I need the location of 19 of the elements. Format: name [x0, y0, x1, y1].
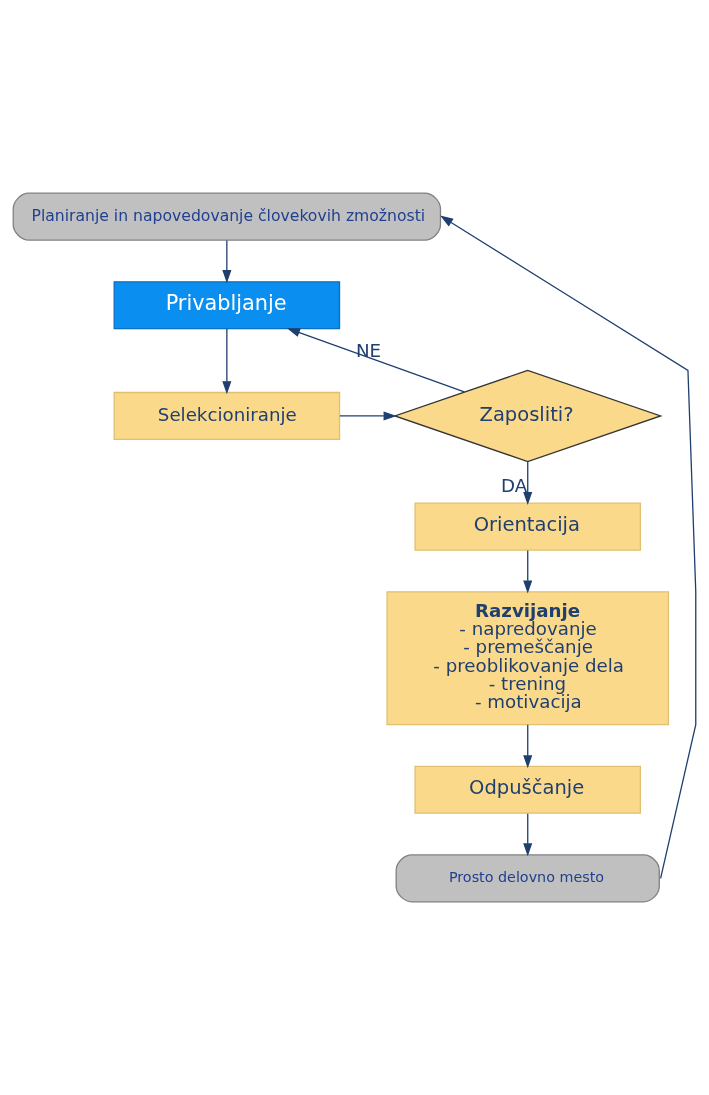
node-box: Selekcioniranje [113, 391, 341, 441]
arrow [339, 411, 397, 421]
node-box: Privabljanje [113, 281, 341, 330]
node-box: Odpuščanje [414, 765, 642, 814]
node-box: Prosto delovno mesto [395, 854, 660, 903]
arrow [222, 239, 232, 284]
arrow [222, 328, 232, 395]
arrow [286, 328, 465, 393]
node-box: Razvijanje - napredovanje - premeščanje - preoblikovanje dela - trening - motivacija [386, 591, 670, 726]
node-box: Planiranje in napovedovanje človekovih zmožnosti [12, 192, 442, 241]
arrow [523, 724, 533, 769]
edge-label: NE [355, 340, 382, 362]
arrow [523, 461, 533, 505]
edge-label: DA [500, 474, 528, 496]
node-diamond: Zaposliti? [392, 369, 663, 463]
arrow [523, 549, 533, 594]
arrow [523, 813, 533, 857]
node-box: Orientacija [414, 502, 642, 551]
arrow [440, 215, 697, 879]
